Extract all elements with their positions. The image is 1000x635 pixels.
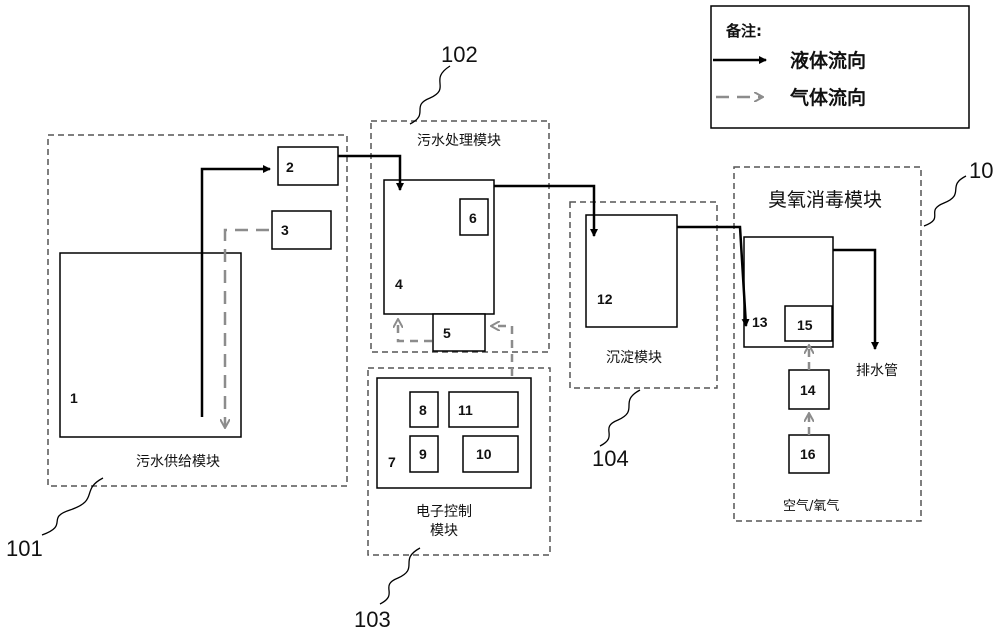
component-7-label: 7 xyxy=(388,454,396,470)
ozone-module-label: 臭氧消毒模块 xyxy=(768,189,882,211)
treatment-module-border xyxy=(370,120,550,353)
legend-title: 备注: xyxy=(725,22,762,40)
ref-105-leader xyxy=(923,175,967,227)
liquid-flow-1-to-2 xyxy=(200,165,271,417)
gas-flow-5-to-4 xyxy=(398,320,432,343)
control-module-border xyxy=(367,367,551,556)
liquid-flow-4-to-12 xyxy=(494,184,598,237)
component-5-label: 5 xyxy=(443,325,451,341)
component-3-label: 3 xyxy=(281,222,289,238)
component-16-label: 16 xyxy=(800,446,816,462)
component-6-label: 6 xyxy=(469,210,477,226)
ref-104-leader xyxy=(599,389,641,447)
legend: 备注: 液体流向 气体流向 xyxy=(710,5,970,129)
sediment-module-border xyxy=(569,201,718,389)
legend-box xyxy=(710,5,970,129)
unit-6 xyxy=(459,198,489,236)
component-14-label: 14 xyxy=(800,382,816,398)
sediment-module-label: 沉淀模块 xyxy=(606,350,662,366)
liquid-flow-drain xyxy=(833,248,879,350)
blower-5 xyxy=(432,313,486,352)
pump-2 xyxy=(277,146,339,186)
component-15-label: 15 xyxy=(797,317,813,333)
ozone-module-border xyxy=(733,166,922,522)
legend-liquid-label: 液体流向 xyxy=(790,49,866,72)
ref-102-leader xyxy=(409,65,451,125)
ref-101-leader xyxy=(41,477,104,536)
component-13-label: 13 xyxy=(752,314,768,330)
tank-1 xyxy=(59,252,242,438)
control-module-label-line1: 电子控制 xyxy=(416,504,472,520)
unit-9 xyxy=(409,435,439,473)
ref-103-leader xyxy=(379,547,421,605)
unit-11 xyxy=(448,391,519,428)
ozone-generator-14 xyxy=(788,369,830,410)
component-9-label: 9 xyxy=(419,446,427,462)
supply-module-label: 污水供给模块 xyxy=(136,454,220,470)
air-oxygen-label: 空气/氧气 xyxy=(783,498,839,514)
unit-10 xyxy=(462,435,519,473)
component-12-label: 12 xyxy=(597,291,613,307)
ref-102: 102 xyxy=(441,42,478,67)
sediment-tank-12 xyxy=(585,214,678,328)
aerator-3 xyxy=(271,210,332,250)
unit-8 xyxy=(409,391,439,428)
unit-15 xyxy=(784,305,833,342)
component-8-label: 8 xyxy=(419,402,427,418)
component-2-label: 2 xyxy=(286,159,294,175)
ref-101: 101 xyxy=(6,536,43,561)
component-10-label: 10 xyxy=(476,446,492,462)
gas-flow-control-to-5 xyxy=(492,326,514,376)
ref-103: 103 xyxy=(354,607,391,632)
component-4-label: 4 xyxy=(395,276,403,292)
component-1-label: 1 xyxy=(70,390,78,406)
gas-flow-3-to-1 xyxy=(225,228,269,427)
liquid-flow-12-to-13 xyxy=(677,225,750,327)
component-11-label: 11 xyxy=(458,402,473,418)
treatment-module-label: 污水处理模块 xyxy=(417,133,501,149)
drain-pipe-label: 排水管 xyxy=(856,363,898,379)
ref-104: 104 xyxy=(592,446,629,471)
supply-module-border xyxy=(47,134,348,487)
control-module-label-line2: 模块 xyxy=(430,523,458,539)
ref-10: 10 xyxy=(969,158,993,183)
liquid-flow-2-to-4 xyxy=(338,154,404,191)
legend-gas-label: 气体流向 xyxy=(789,86,866,109)
gas-source-16 xyxy=(788,434,830,474)
